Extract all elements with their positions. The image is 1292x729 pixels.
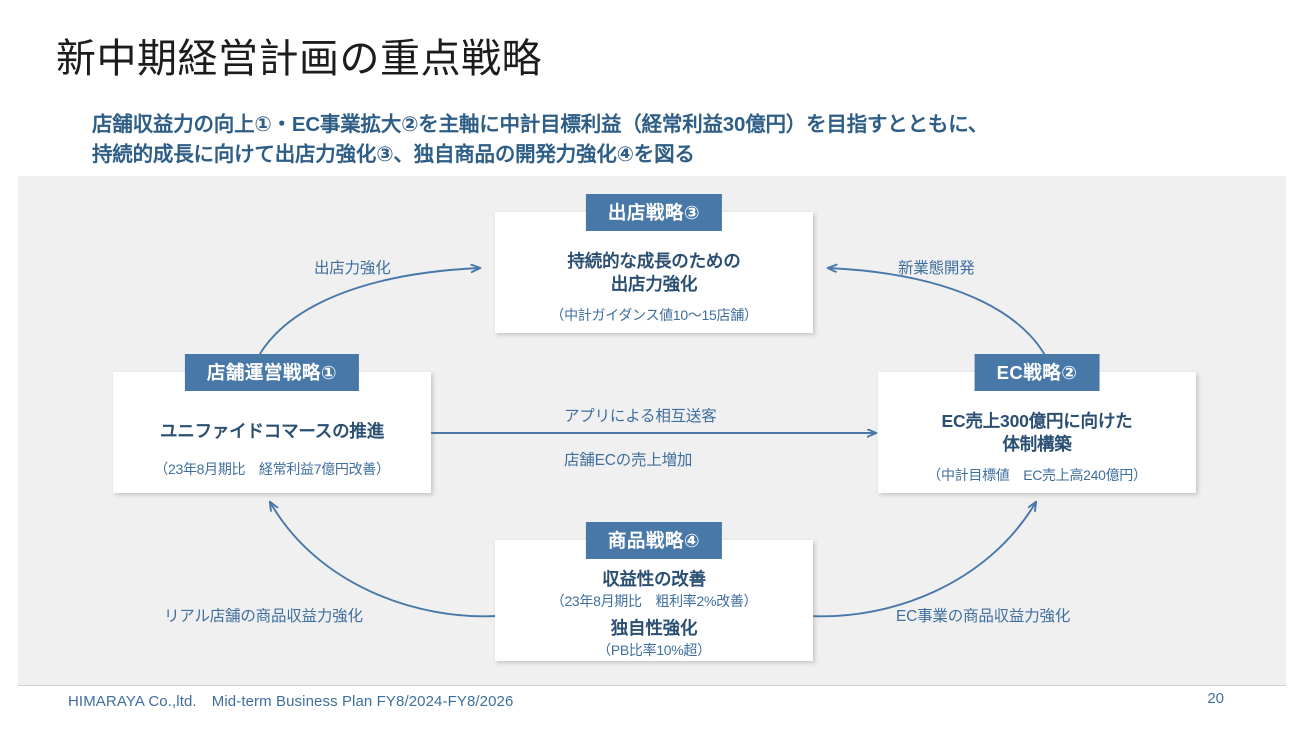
edge-label-middle-bottom: 店舗ECの売上増加 (564, 452, 693, 469)
node-right-main: EC売上300億円に向けた 体制構築 (878, 410, 1196, 456)
node-store-opening-strategy[interactable]: 出店戦略③ 持続的な成長のための 出店力強化 （中計ガイダンス値10〜15店舗） (495, 194, 813, 333)
footer-page-number: 20 (1207, 690, 1224, 707)
node-right-main-line-1: EC売上300億円に向けた (941, 411, 1133, 431)
edge-label-middle-top: アプリによる相互送客 (564, 408, 717, 425)
node-bottom-body: 収益性の改善 （23年8月期比 粗利率2%改善） 独自性強化 （PB比率10%超… (495, 540, 813, 660)
node-bottom-main-line-1: 収益性の改善 (602, 569, 706, 589)
node-store-operation-strategy[interactable]: 店舗運営戦略① ユニファイドコマースの推進 （23年8月期比 経常利益7億円改善… (113, 354, 431, 493)
footer-divider (18, 685, 1286, 686)
edge-label-bottom-to-left: リアル店舗の商品収益力強化 (164, 608, 363, 625)
node-top-main-line-1: 持続的な成長のための (567, 251, 741, 271)
arrow-bottom-to-right (809, 502, 1036, 618)
node-right-sub: （中計目標値 EC売上高240億円） (927, 467, 1147, 484)
edge-label-left-to-top: 出店力強化 (314, 260, 391, 277)
node-right-header: EC戦略② (974, 354, 1100, 391)
node-right-body: EC売上300億円に向けた 体制構築 （中計目標値 EC売上高240億円） (878, 372, 1196, 485)
diagram-canvas: 出店戦略③ 持続的な成長のための 出店力強化 （中計ガイダンス値10〜15店舗）… (18, 176, 1286, 685)
edge-label-right-to-top: 新業態開発 (898, 260, 975, 277)
footer-company-text: HIMARAYA Co.,ltd. Mid-term Business Plan… (68, 693, 514, 710)
node-left-sub: （23年8月期比 経常利益7億円改善） (154, 461, 390, 478)
node-left-body: ユニファイドコマースの推進 （23年8月期比 経常利益7億円改善） (113, 372, 431, 479)
edge-label-bottom-to-right: EC事業の商品収益力強化 (896, 608, 1071, 625)
node-top-sub: （中計ガイダンス値10〜15店舗） (550, 307, 758, 324)
subtitle-line-2: 持続的成長に向けて出店力強化③、独自商品の開発力強化④を図る (92, 143, 695, 167)
node-left-main: ユニファイドコマースの推進 (113, 420, 431, 443)
node-right-main-line-2: 体制構築 (1002, 434, 1072, 455)
node-ec-strategy[interactable]: EC戦略② EC売上300億円に向けた 体制構築 （中計目標値 EC売上高240… (878, 354, 1196, 493)
node-bottom-header: 商品戦略④ (585, 522, 723, 559)
node-left-main-line-1: ユニファイドコマースの推進 (159, 421, 385, 441)
node-top-header: 出店戦略③ (585, 194, 723, 231)
node-bottom-sub-1: （23年8月期比 粗利率2%改善） (550, 593, 758, 610)
node-top-main-line-2: 出店力強化 (610, 274, 698, 295)
node-left-header: 店舗運営戦略① (184, 354, 360, 391)
node-top-main: 持続的な成長のための 出店力強化 (495, 250, 813, 296)
subtitle-line-1: 店舗収益力の向上①・EC事業拡大②を主軸に中計目標利益（経常利益30億円）を目指… (92, 113, 989, 136)
node-top-body: 持続的な成長のための 出店力強化 （中計ガイダンス値10〜15店舗） (495, 212, 813, 325)
arrow-bottom-to-left (270, 502, 497, 618)
node-product-strategy[interactable]: 商品戦略④ 収益性の改善 （23年8月期比 粗利率2%改善） 独自性強化 （PB… (495, 522, 813, 661)
node-bottom-main-line-2: 独自性強化 (610, 618, 698, 639)
node-bottom-sub-2: （PB比率10%超） (597, 642, 711, 659)
page-title: 新中期経営計画の重点戦略 (56, 37, 542, 81)
slide-subtitle: 店舗収益力の向上①・EC事業拡大②を主軸に中計目標利益（経常利益30億円）を目指… (92, 110, 1252, 171)
